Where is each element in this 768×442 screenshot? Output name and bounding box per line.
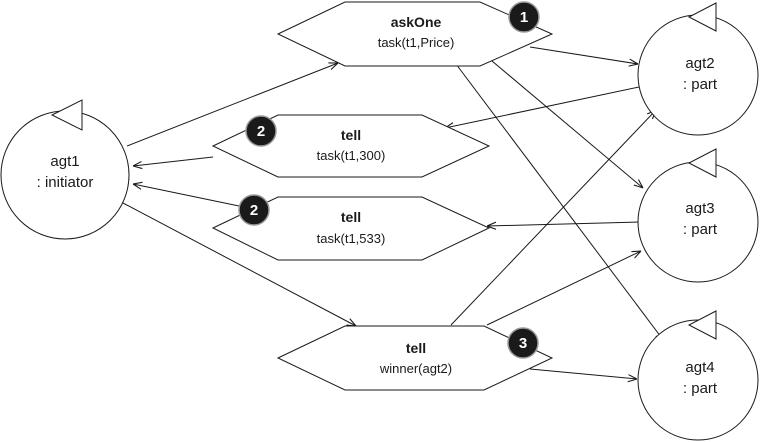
agent-role: : part (683, 221, 718, 238)
message-content: task(t1,300) (317, 148, 386, 163)
message-hexagon (211, 196, 491, 261)
step-badge-label: 2 (257, 123, 265, 140)
message-performative: askOne (391, 14, 442, 30)
agent-triangle-icon (687, 148, 717, 178)
step-badge (238, 194, 270, 226)
edge-askone-to-agt2 (529, 46, 638, 64)
message-performative: tell (341, 127, 361, 143)
step-badge-label: 1 (520, 9, 528, 26)
message-content: winner(agt2) (379, 361, 452, 376)
message-tell-533: tell task(t1,533) 2 (211, 194, 491, 261)
agent-triangle-icon (687, 2, 717, 32)
edge-askone-to-agt4 (455, 63, 664, 341)
agent-name: agt4 (685, 359, 714, 376)
agent-agt3: agt3 : part (637, 148, 759, 283)
message-content: task(t1,533) (317, 231, 386, 246)
message-tell-300: tell task(t1,300) 2 (211, 114, 491, 178)
message-content: task(t1,Price) (378, 35, 455, 50)
message-hexagon (276, 1, 554, 67)
edges (122, 46, 664, 379)
step-badge (508, 1, 540, 33)
agent-circle (637, 14, 759, 136)
message-askone: askOne task(t1,Price) 1 (276, 1, 554, 67)
agent-triangle-icon (50, 99, 83, 131)
step-badge-label: 2 (250, 202, 258, 219)
agent-name: agt2 (685, 55, 714, 72)
edge-askone-to-agt3 (491, 60, 643, 188)
step-badge-label: 3 (519, 335, 527, 352)
edge-tell-winner-to-agt2 (450, 110, 656, 326)
agent-agt2: agt2 : part (637, 2, 759, 136)
edge-agt2-to-tell-300 (445, 86, 640, 128)
agent-role: : part (683, 380, 718, 397)
agent-role: : part (683, 76, 718, 93)
message-hexagon (276, 325, 554, 391)
edge-agt3-to-tell-533 (487, 221, 640, 226)
agent-role: : initiator (37, 174, 94, 191)
edge-agt1-to-tell-winner (122, 202, 356, 326)
agent-agt4: agt4 : part (637, 310, 759, 441)
edge-tell-533-to-agt1 (133, 184, 240, 207)
message-performative: tell (341, 209, 361, 225)
edge-tell-winner-to-agt4 (529, 368, 637, 379)
agent-agt1: agt1 : initiator (0, 99, 130, 240)
step-badge (507, 327, 539, 359)
agent-name: agt1 (50, 153, 79, 170)
message-tell-winner: tell winner(agt2) 3 (276, 325, 554, 391)
agent-triangle-icon (687, 310, 717, 340)
edge-tell-winner-to-agt3 (486, 251, 641, 326)
step-badge (245, 115, 277, 147)
edge-tell-300-to-agt1 (133, 156, 214, 166)
message-performative: tell (406, 340, 426, 356)
edge-agt1-to-askone (126, 63, 338, 147)
message-hexagon (211, 114, 491, 178)
agent-name: agt3 (685, 200, 714, 217)
